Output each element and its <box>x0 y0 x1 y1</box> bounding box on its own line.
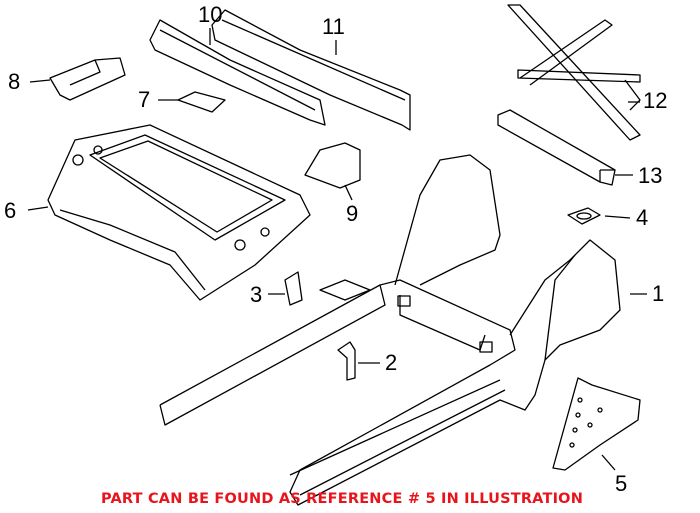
callout-5: 5 <box>615 471 628 496</box>
callout-2: 2 <box>385 350 398 375</box>
part-1-frame <box>159 154 621 506</box>
part-9-bracket <box>304 142 361 189</box>
callout-9: 9 <box>346 201 359 226</box>
part-6-floor-panel <box>47 124 311 301</box>
callout-13: 13 <box>638 163 663 188</box>
callout-1: 1 <box>652 281 665 306</box>
callout-8: 8 <box>8 69 21 94</box>
part-7-plate <box>177 91 226 113</box>
part-13-tube <box>497 109 616 186</box>
callout-11: 11 <box>322 14 345 39</box>
part-3-bracket <box>284 271 303 306</box>
callout-12: 12 <box>643 88 668 113</box>
callout-3: 3 <box>250 282 263 307</box>
reference-note: PART CAN BE FOUND AS REFERENCE # 5 IN IL… <box>101 491 584 507</box>
part-4-gasket <box>567 207 601 225</box>
part-2-bracket <box>337 341 356 381</box>
part-10-rail <box>149 19 326 126</box>
callout-10: 10 <box>198 2 223 27</box>
part-12-cross-brace <box>507 4 641 141</box>
callout-6: 6 <box>4 198 17 223</box>
callout-7: 7 <box>138 87 151 112</box>
part-11-rail <box>211 9 411 131</box>
callout-4: 4 <box>636 205 649 230</box>
leader-lines <box>27 28 647 471</box>
part-8-bracket <box>49 57 126 101</box>
part-5-bracket <box>552 377 641 471</box>
